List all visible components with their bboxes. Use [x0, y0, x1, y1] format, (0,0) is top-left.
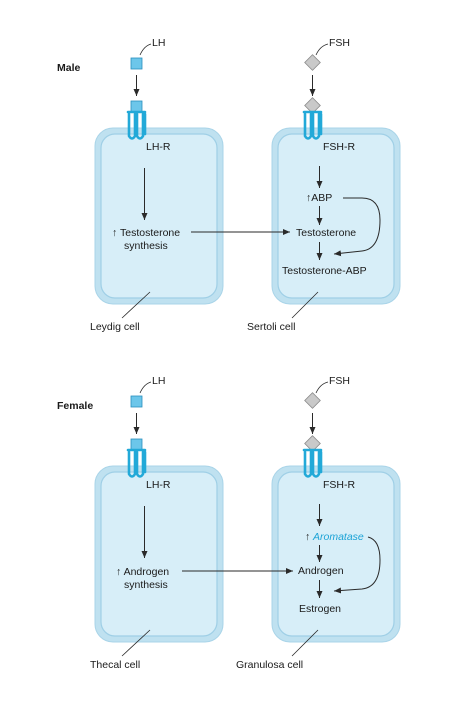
- female-label: Female: [57, 400, 93, 412]
- lh-receptor-icon: [126, 448, 147, 478]
- lh-label: LH: [152, 37, 165, 49]
- fsh-receptor-label: FSH-R: [323, 479, 355, 491]
- leydig-cell-label: Leydig cell: [90, 321, 140, 333]
- sertoli-step3: Testosterone-ABP: [282, 265, 367, 277]
- leydig-cell: [94, 127, 224, 305]
- fsh-label: FSH: [329, 37, 350, 49]
- aromatase-conversion-arrow: [333, 536, 381, 594]
- lh-bound-icon: [130, 438, 143, 451]
- male-panel: Male LH LH-R FSH FSH-R ↑ Testosterone sy…: [57, 37, 401, 333]
- sertoli-leader: [291, 291, 319, 319]
- lh-hormone-icon: [130, 395, 143, 408]
- female-panel: Female LH LH-R FSH FSH-R ↑ Androgen synt…: [57, 375, 401, 671]
- fsh-receptor-icon: [302, 448, 323, 478]
- sertoli-cell-label: Sertoli cell: [247, 321, 295, 333]
- leydig-text-line2: synthesis: [124, 240, 168, 252]
- abp-binding-arrow: [333, 197, 381, 257]
- sertoli-step1: ↑ABP: [306, 192, 332, 204]
- lh-bound-icon: [130, 100, 143, 113]
- granulosa-step1: Aromatase: [312, 531, 364, 543]
- granulosa-cell-label: Granulosa cell: [236, 659, 303, 671]
- granulosa-cell: [271, 465, 401, 643]
- granulosa-step3: Estrogen: [299, 603, 341, 615]
- thecal-text-line1: ↑ Androgen: [116, 566, 169, 578]
- thecal-text-line2: synthesis: [124, 579, 168, 591]
- thecal-cell: [94, 465, 224, 643]
- granulosa-leader: [291, 629, 319, 657]
- lh-receptor-label: LH-R: [146, 141, 171, 153]
- lh-leader-line: [139, 381, 152, 394]
- fsh-label: FSH: [329, 375, 350, 387]
- lh-label: LH: [152, 375, 165, 387]
- thecal-cell-label: Thecal cell: [90, 659, 140, 671]
- fsh-leader-line: [315, 43, 329, 56]
- sertoli-cell: [271, 127, 401, 305]
- fsh-hormone-icon: [304, 392, 321, 409]
- leydig-leader: [121, 291, 151, 319]
- lh-receptor-icon: [126, 110, 147, 140]
- granulosa-step1-arrow: ↑: [305, 531, 310, 543]
- fsh-receptor-label: FSH-R: [323, 141, 355, 153]
- fsh-bound-icon: [304, 97, 321, 114]
- fsh-receptor-icon: [302, 110, 323, 140]
- thecal-leader: [121, 629, 151, 657]
- fsh-hormone-icon: [304, 54, 321, 71]
- lh-hormone-icon: [130, 57, 143, 70]
- granulosa-step2: Androgen: [298, 565, 344, 577]
- fsh-bound-icon: [304, 435, 321, 452]
- leydig-text-line1: ↑ Testosterone: [112, 227, 180, 239]
- lh-receptor-label: LH-R: [146, 479, 171, 491]
- sertoli-step2: Testosterone: [296, 227, 356, 239]
- lh-leader-line: [139, 43, 152, 56]
- male-label: Male: [57, 62, 81, 74]
- fsh-leader-line: [315, 381, 329, 394]
